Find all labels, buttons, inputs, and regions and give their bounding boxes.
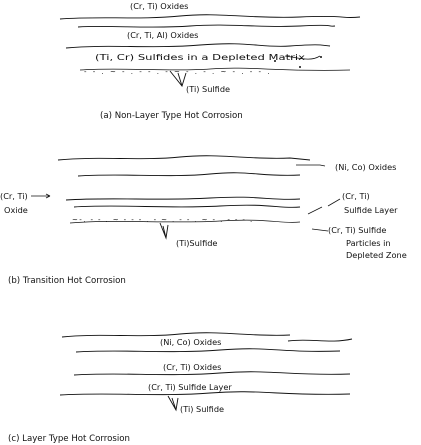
- interface-line-c1: [61, 332, 291, 338]
- leader-ti-sulfide-b: [159, 222, 169, 240]
- interface-line-c3: [73, 371, 351, 376]
- caption-a: (a) Non-Layer Type Hot Corrosion: [100, 111, 243, 121]
- panel-b: (Ni, Co) Oxides (Cr, Ti) Oxide (Cr, Ti) …: [0, 155, 407, 286]
- label-cr-ti-sulfide-layer-b: (Cr, Ti): [342, 191, 370, 201]
- label-sulfide-layer-c: (Cr, Ti) Sulfide Layer: [148, 382, 232, 392]
- panel-a: (Cr, Ti) Oxides (Cr, Ti, Al) Oxides (Ti,…: [59, 1, 361, 121]
- interface-line-a1: [59, 14, 361, 20]
- sulfide-particle-row: ~-. - - . ~ - - - . - ~ . - - . ~ - . - …: [72, 216, 254, 224]
- interface-line-b4: [73, 204, 301, 208]
- label-ni-co-oxides-b: (Ni, Co) Oxides: [335, 162, 396, 172]
- label-ti-sulfide-b: (Ti)Sulfide: [176, 238, 217, 248]
- label-ti-sulfide-a: (Ti) Sulfide: [186, 84, 230, 94]
- label-cr-ti-oxides: (Cr, Ti) Oxides: [130, 1, 188, 11]
- leader-ti-sulfide-c: [167, 395, 179, 412]
- interface-line-b3: [65, 196, 301, 201]
- label-particles-1: (Cr, Ti) Sulfide: [328, 225, 386, 235]
- label-cr-ti-al-oxides: (Cr, Ti, Al) Oxides: [127, 30, 198, 40]
- label-cr-ti-oxide-b: (Cr, Ti): [0, 191, 28, 201]
- label-ti-cr-sulfides: (Ti, Cr) Sulfides in a Depleted Matrix: [95, 52, 305, 62]
- interface-line-b1: [57, 155, 311, 161]
- panel-c: (Ni, Co) Oxides (Cr, Ti) Oxides (Cr, Ti)…: [8, 332, 353, 444]
- interface-line-c4: [59, 391, 351, 396]
- sulfide-particle-row: - - . ~ - . - - . - ~ - . - . ~ - . - - …: [84, 68, 271, 76]
- leader-ni-co: [296, 164, 326, 167]
- sulfide-band-a: [79, 67, 351, 71]
- interface-line-a4: [284, 55, 321, 60]
- sulfide-particle: [274, 60, 276, 62]
- leader-sulfide-layer: [327, 198, 341, 207]
- leader-cr-ti-oxide: [31, 193, 51, 199]
- sulfide-band-b: [69, 219, 301, 224]
- label-particles-3: Depleted Zone: [346, 250, 407, 260]
- interface-line-b2: [77, 172, 301, 177]
- leader-particles: [311, 228, 329, 232]
- label-cr-ti-oxides-c: (Cr, Ti) Oxides: [163, 362, 221, 372]
- caption-b: (b) Transition Hot Corrosion: [8, 276, 126, 286]
- interface-line-a2: [77, 24, 336, 28]
- label-ti-sulfide-c: (Ti) Sulfide: [180, 404, 224, 414]
- sulfide-particle: [299, 66, 301, 68]
- leader-ti-sulfide-a: [169, 70, 187, 87]
- interface-line-c2: [75, 348, 341, 353]
- label-oxide-b: Oxide: [4, 205, 28, 215]
- label-sulfide-layer-b: Sulfide Layer: [344, 205, 398, 215]
- interface-line-a3: [65, 43, 331, 49]
- sulfide-particle: [320, 56, 322, 58]
- label-particles-2: Particles in: [346, 238, 391, 248]
- leader-sulfide-layer-2: [307, 206, 323, 215]
- caption-c: (c) Layer Type Hot Corrosion: [8, 434, 130, 444]
- label-ni-co-oxides-c: (Ni, Co) Oxides: [160, 337, 221, 347]
- interface-line-c1-right: [287, 338, 353, 342]
